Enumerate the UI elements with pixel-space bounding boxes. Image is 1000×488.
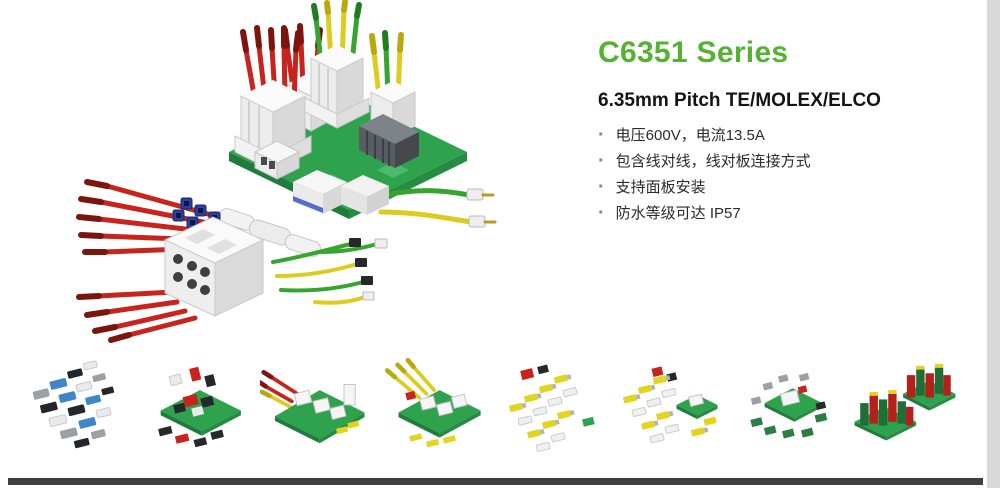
- feature-list: 电压600V，电流13.5A 包含线对线，线对板连接方式 支持面板安装 防水等级…: [598, 123, 990, 227]
- product-thumbnail-8: [849, 346, 961, 464]
- product-thumbnail-4: [378, 346, 490, 464]
- dark-component: [359, 114, 419, 168]
- hero-illustration: [15, 0, 575, 345]
- feature-text: 支持面板安装: [615, 179, 706, 196]
- middle-yellow-green-header: [304, 0, 370, 129]
- product-info: C6351 Series 6.35mm Pitch TE/MOLEX/ELCO …: [598, 36, 990, 227]
- multi-pin-housing-block: [163, 216, 265, 317]
- feature-item: 支持面板安装: [598, 175, 990, 201]
- feature-text: 电压600V，电流13.5A: [615, 127, 765, 144]
- feature-item: 防水等级可达 IP57: [598, 201, 990, 227]
- product-thumbnail-5: [495, 346, 607, 464]
- front-edge-connector: [253, 140, 301, 180]
- feature-item: 包含线对线，线对板连接方式: [598, 149, 990, 175]
- small-leads: [271, 238, 388, 305]
- product-thumbnail-1: [24, 346, 136, 464]
- wire-to-wire-assembly: [293, 170, 497, 228]
- feature-item: 电压600V，电流13.5A: [598, 123, 990, 149]
- product-thumbnail-3: [259, 346, 372, 464]
- connector-assembly-art: [76, 0, 497, 343]
- feature-text: 包含线对线，线对板连接方式: [615, 153, 811, 170]
- circular-connectors: [218, 208, 321, 257]
- product-thumbnail-7: [731, 346, 843, 464]
- right-edge-strip: [987, 0, 1000, 488]
- product-thumbnail-2: [142, 346, 254, 464]
- bottom-bar: [8, 478, 983, 485]
- feature-text: 防水等级可达 IP57: [615, 205, 741, 222]
- product-subtitle: 6.35mm Pitch TE/MOLEX/ELCO: [598, 90, 881, 111]
- series-title: C6351 Series: [598, 36, 789, 69]
- product-gallery: [0, 346, 985, 464]
- product-thumbnail-6: [613, 346, 725, 464]
